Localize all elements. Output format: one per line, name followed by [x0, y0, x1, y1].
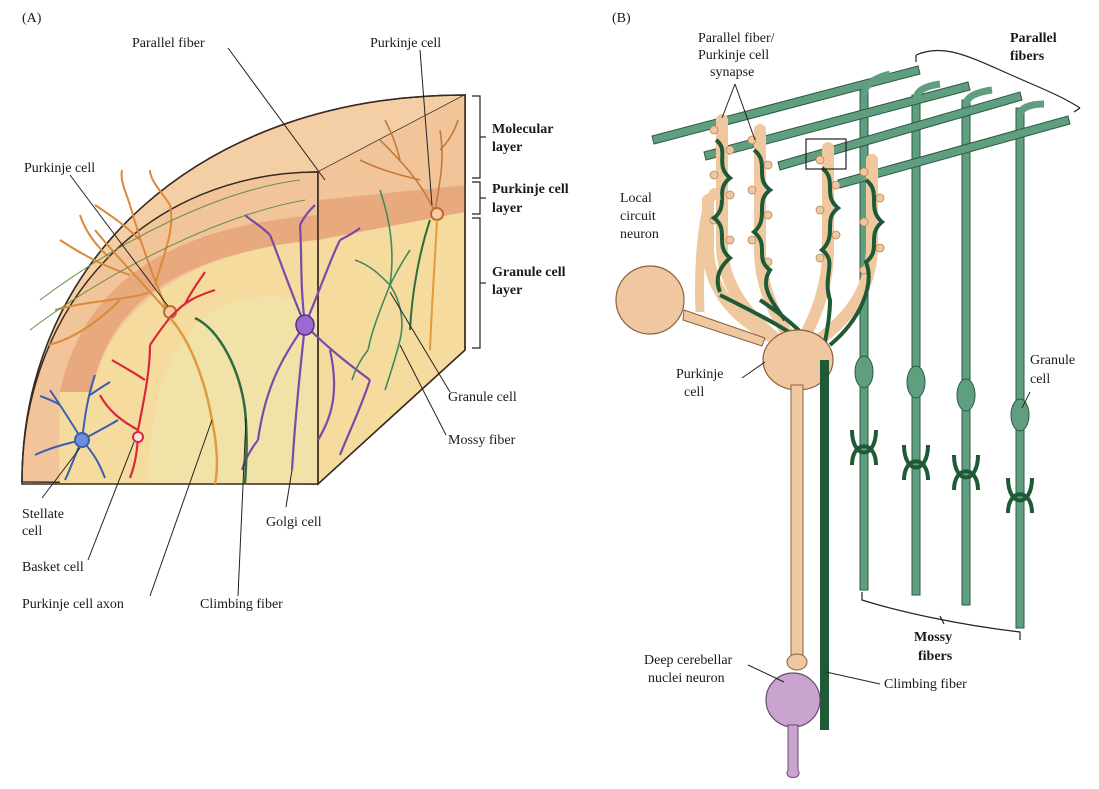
- label-purkinje-cell-top: Purkinje cell: [370, 36, 441, 51]
- golgi-soma: [296, 315, 314, 335]
- label-granule-cell: Granule cell: [448, 390, 517, 405]
- climbing-fiber-stalk: [820, 360, 829, 730]
- panel-b: (B): [612, 11, 1080, 778]
- label-purkinje-cell-b-1: Purkinje: [676, 367, 723, 382]
- label-purkinje-cell-b-2: cell: [684, 385, 704, 400]
- label-granule-layer-1: Granule cell: [492, 265, 566, 280]
- label-stellate-cell-2: cell: [22, 524, 42, 539]
- deep-nuclei-neuron: [766, 673, 820, 727]
- basket-soma: [133, 432, 143, 442]
- label-granule-layer-2: layer: [492, 283, 522, 298]
- label-golgi-cell: Golgi cell: [266, 515, 322, 530]
- purkinje-axon-b: [791, 385, 803, 660]
- stellate-soma: [75, 433, 89, 447]
- purkinje-axon-terminal: [787, 654, 807, 670]
- label-molecular-layer-2: layer: [492, 140, 522, 155]
- label-purkinje-cell-axon: Purkinje cell axon: [22, 597, 124, 612]
- label-local-circuit-2: circuit: [620, 209, 656, 224]
- mossy-rosettes: [852, 430, 1032, 513]
- label-parallel-fibers-2: fibers: [1010, 49, 1045, 64]
- label-purkinje-layer-1: Purkinje cell: [492, 182, 569, 197]
- label-deep-nuclei-2: nuclei neuron: [648, 671, 725, 686]
- purkinje-soma-right: [431, 208, 443, 220]
- label-stellate-cell-1: Stellate: [22, 507, 64, 522]
- panel-a-tag: (A): [22, 11, 42, 26]
- label-synapse-2: Purkinje cell: [698, 48, 769, 63]
- label-purkinje-layer-2: layer: [492, 201, 522, 216]
- label-mossy-fibers-2: fibers: [918, 649, 953, 664]
- label-synapse-3: synapse: [710, 65, 754, 80]
- purkinje-dendrite-tree: [708, 120, 872, 350]
- label-mossy-fibers-1: Mossy: [914, 630, 952, 645]
- label-basket-cell: Basket cell: [22, 560, 84, 575]
- panel-b-tag: (B): [612, 11, 631, 26]
- label-synapse-1: Parallel fiber/: [698, 31, 775, 46]
- label-mossy-fiber: Mossy fiber: [448, 433, 516, 448]
- label-granule-cell-b-1: Granule: [1030, 353, 1075, 368]
- label-climbing-fiber: Climbing fiber: [200, 597, 283, 612]
- label-local-circuit-1: Local: [620, 191, 652, 206]
- label-molecular-layer-1: Molecular: [492, 122, 553, 137]
- label-climbing-fiber-b: Climbing fiber: [884, 677, 967, 692]
- label-local-circuit-3: neuron: [620, 227, 659, 242]
- label-parallel-fiber: Parallel fiber: [132, 36, 205, 51]
- label-parallel-fibers-1: Parallel: [1010, 31, 1057, 46]
- deep-nuclei-axon: [787, 725, 799, 778]
- label-purkinje-cell-left: Purkinje cell: [24, 161, 95, 176]
- label-granule-cell-b-2: cell: [1030, 372, 1050, 387]
- panel-b-brackets: [862, 50, 1080, 640]
- local-circuit-neuron: [616, 266, 684, 334]
- panel-a: (A): [22, 11, 569, 612]
- layer-brackets: [472, 96, 486, 348]
- label-deep-nuclei-1: Deep cerebellar: [644, 653, 733, 668]
